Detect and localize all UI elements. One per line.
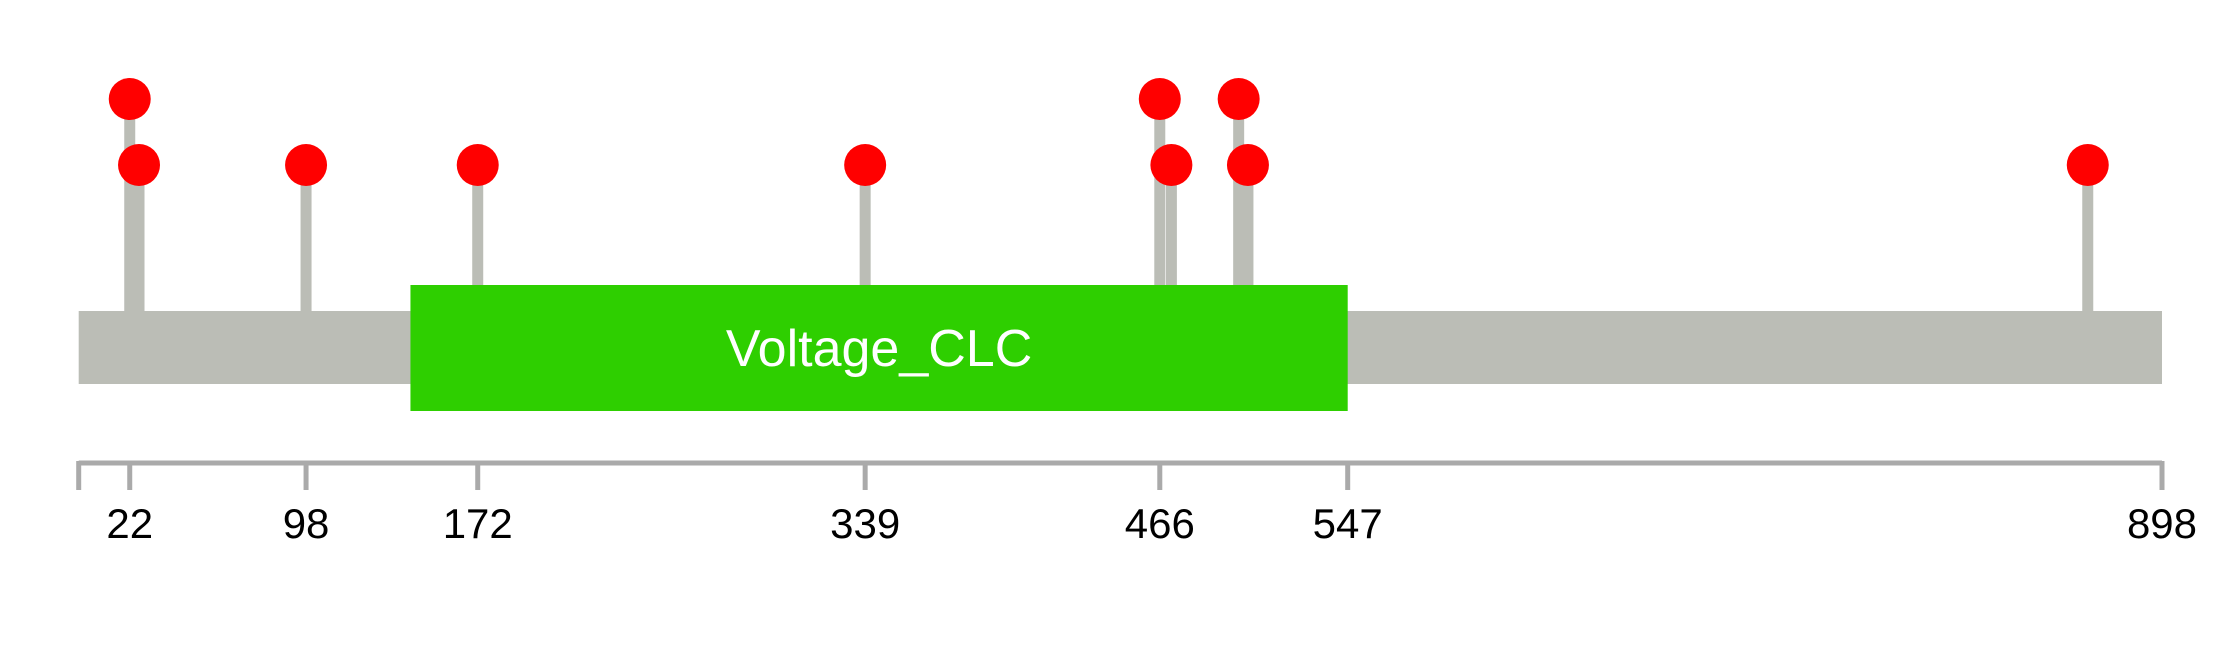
tick-label: 22: [106, 500, 153, 547]
dots-layer: [108, 78, 2109, 186]
mutation-dot[interactable]: [1226, 144, 1269, 186]
tick-label: 339: [830, 500, 900, 547]
x-axis: 22 98 172 339 466 547 898: [76, 460, 2197, 547]
mutation-dot[interactable]: [1217, 78, 1260, 120]
tick-label: 547: [1313, 500, 1383, 547]
mutation-dot[interactable]: [108, 78, 151, 120]
tick-label: 172: [443, 500, 513, 547]
stems-layer: [124, 99, 2094, 311]
tick-label: 466: [1125, 500, 1195, 547]
mutation-dot[interactable]: [1138, 78, 1181, 120]
mutation-dot[interactable]: [285, 144, 328, 186]
mutation-dot[interactable]: [1150, 144, 1193, 186]
tick-label: 98: [283, 500, 330, 547]
tick-label: 898: [2127, 500, 2197, 547]
domains-layer: Voltage_CLC: [410, 285, 1348, 411]
mutation-dot[interactable]: [2066, 144, 2109, 186]
mutation-dot[interactable]: [456, 144, 499, 186]
domain-label: Voltage_CLC: [726, 320, 1032, 378]
mutation-dot[interactable]: [844, 144, 887, 186]
mutation-dot[interactable]: [118, 144, 161, 186]
domain-voltage_clc[interactable]: [410, 285, 1348, 411]
